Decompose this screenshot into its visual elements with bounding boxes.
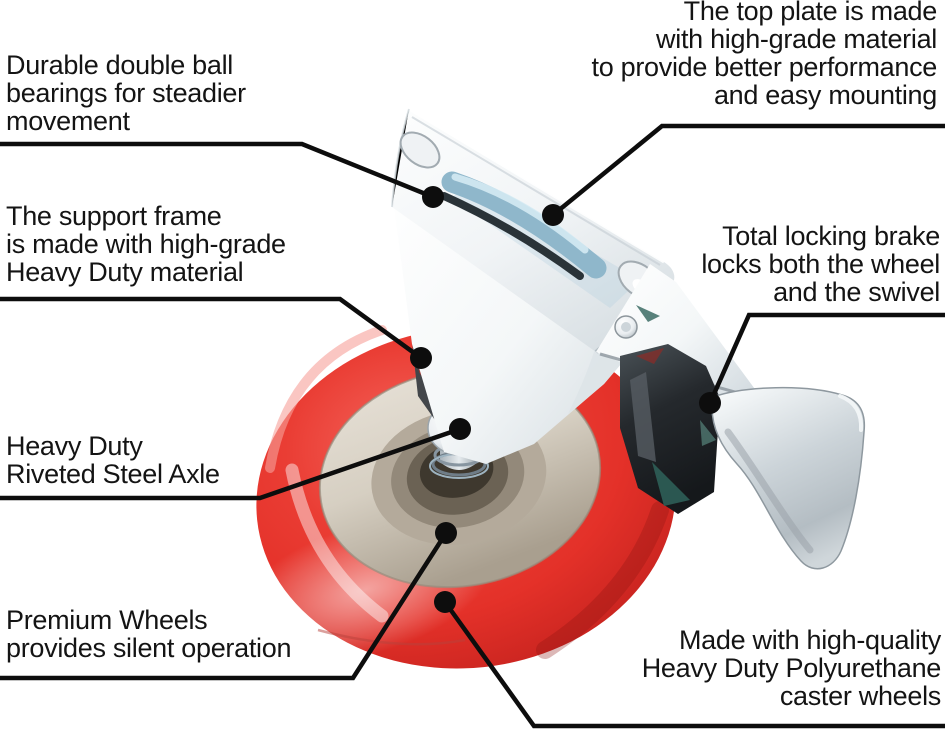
- caster-photo: [236, 107, 866, 669]
- callout-dots: [410, 186, 721, 613]
- race-blue-band: [441, 171, 607, 279]
- leader-line-axle: [0, 426, 461, 501]
- swivel-race: [440, 171, 607, 280]
- callout-label-support-frame: The support frame is made with high-grad…: [6, 201, 286, 287]
- callout-label-polyurethane: Made with high-quality Heavy Duty Polyur…: [641, 625, 942, 711]
- callout-dot-axle: [449, 418, 471, 440]
- leader-line-bearings: [0, 141, 434, 200]
- callout-dot-premium-wheels: [435, 522, 457, 544]
- mounting-hole-left: [399, 131, 441, 169]
- brake-pedal: [711, 386, 866, 570]
- brake-housing: [620, 344, 720, 514]
- callout-dot-polyurethane: [434, 591, 456, 613]
- leader-line-top-plate: [551, 123, 945, 217]
- pedal-inner-shade: [724, 428, 814, 554]
- callout-label-premium-wheels: Premium Wheels provides silent operation: [6, 605, 292, 663]
- housing-inner-plate: [630, 372, 656, 462]
- leader-line-locking-brake: [707, 312, 945, 404]
- leader-line-premium-wheels: [0, 531, 448, 681]
- callout-label-top-plate: The top plate is made with high-grade ma…: [591, 0, 938, 110]
- callout-label-locking-brake: Total locking brake locks both the wheel…: [701, 221, 940, 307]
- plate-top-edge-shade: [411, 116, 661, 266]
- callout-label-bearings: Durable double ball bearings for steadie…: [6, 50, 246, 136]
- race-dark-arc: [440, 192, 584, 280]
- rivet-center: [621, 322, 631, 332]
- tire-seam-line: [317, 628, 466, 646]
- kingpin-rivet: [614, 315, 638, 339]
- pedal-top-highlight: [838, 394, 864, 432]
- tire-shadow-arc: [536, 501, 669, 659]
- plate-top-edge-lip: [408, 107, 665, 264]
- tire-inner-sheen: [285, 463, 389, 623]
- callout-dot-locking-brake: [699, 392, 721, 414]
- mounting-hole-left-oval: [399, 131, 441, 169]
- housing-teal-glint: [652, 462, 690, 506]
- housing-red-streak: [636, 348, 664, 364]
- pedal-body: [711, 386, 866, 570]
- callout-dot-top-plate: [542, 204, 564, 226]
- leader-line-support-frame: [0, 296, 423, 360]
- leader-line-polyurethane: [443, 600, 945, 729]
- race-highlight: [451, 173, 589, 254]
- callout-dot-support-frame: [410, 347, 432, 369]
- pivot-teal-glint: [700, 420, 716, 446]
- callout-label-axle: Heavy Duty Riveted Steel Axle: [6, 431, 220, 489]
- plate-teal-glint: [636, 305, 660, 322]
- tire-rim-highlight: [265, 325, 387, 473]
- callout-dot-bearings: [422, 186, 444, 208]
- callout-lines: [0, 123, 945, 729]
